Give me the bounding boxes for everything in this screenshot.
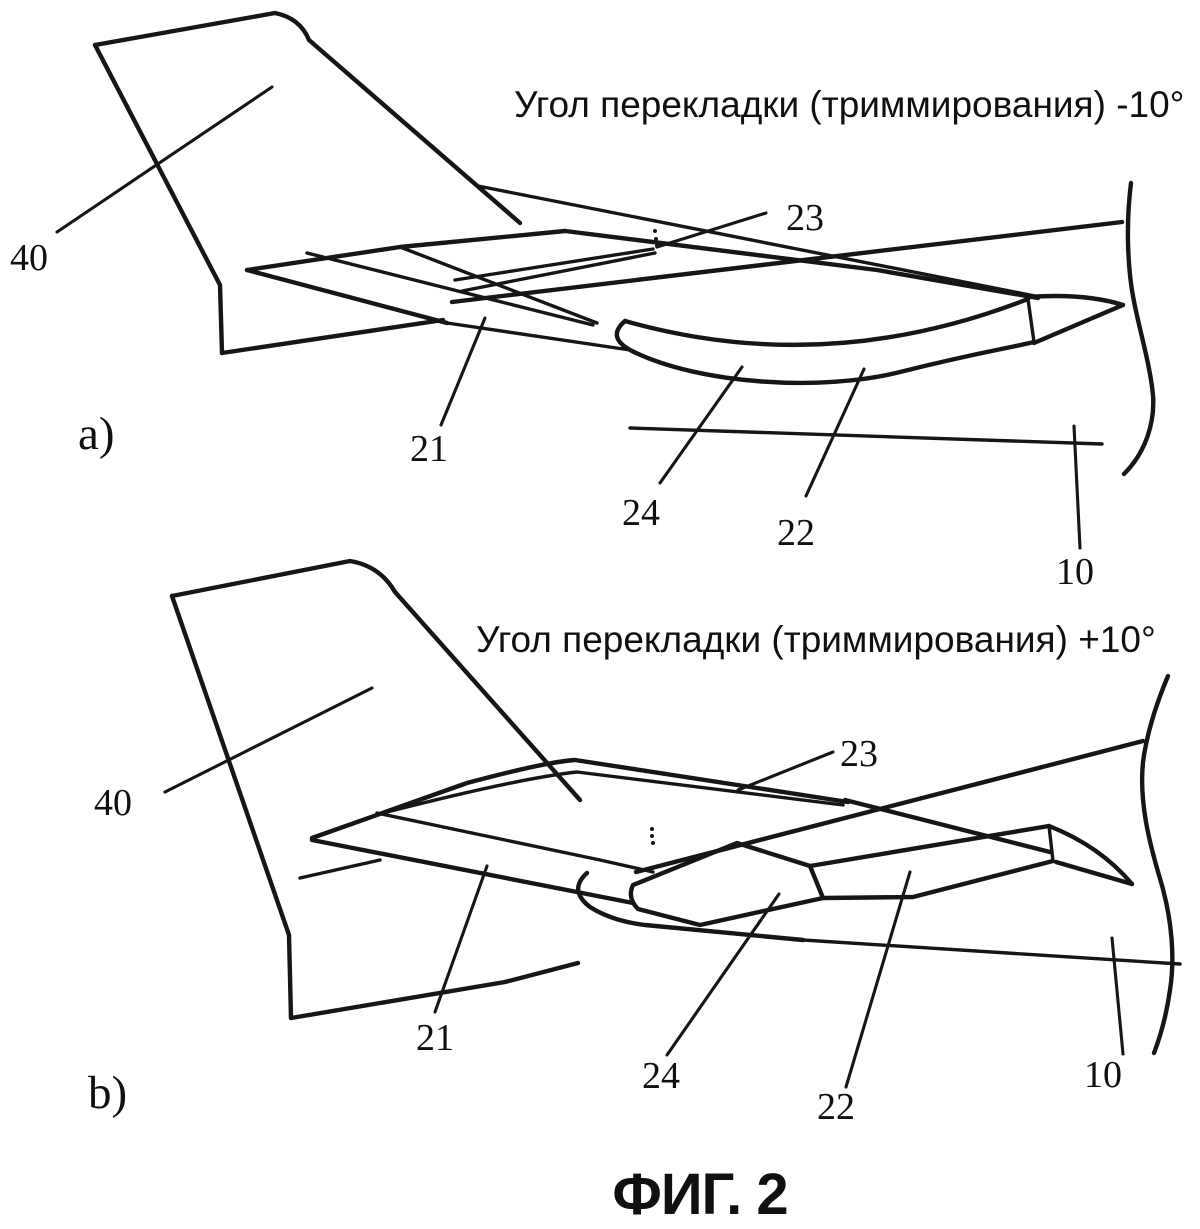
fin-root-b	[288, 960, 581, 1021]
fin-leading-edge-a	[92, 42, 225, 356]
fin-outline-b	[169, 558, 583, 803]
callout-22-b: 22	[817, 1086, 855, 1128]
elevator-panel-bottom-b	[820, 858, 1056, 901]
stabilizer-parallel-edge-b	[381, 770, 845, 815]
fin-outline-a	[92, 10, 523, 226]
fin-leading-edge-b	[169, 593, 294, 1021]
leader-23-b	[736, 750, 835, 792]
leader-21-a	[439, 316, 487, 427]
leader-21-b	[433, 864, 489, 1014]
stabilizer-lower-edge-b	[309, 837, 636, 906]
hinge-dash-a-3	[655, 244, 659, 248]
tip-fairing-top-b	[1046, 823, 1135, 887]
elevator-top-edge-a	[622, 296, 1031, 348]
tip-fairing-top-a	[1025, 293, 1126, 308]
panel-b-marker: b)	[88, 1067, 127, 1119]
leader-22-a	[804, 367, 866, 498]
fuselage-lower-line-a	[628, 426, 1104, 446]
fin-root-a	[219, 317, 446, 356]
callout-24-a: 24	[622, 492, 660, 534]
leading-edge-line-a	[449, 219, 1125, 305]
leader-10-b	[1110, 936, 1125, 1056]
top-surface-edge-a	[476, 184, 1037, 298]
leader-40-a	[55, 85, 274, 234]
leader-23-a	[655, 211, 768, 249]
elevator-left-curl-a	[614, 318, 637, 355]
hinge-dash-a-2	[654, 237, 658, 241]
stabilizer-strip-line-b	[375, 811, 655, 874]
hinge-dash-b-2	[650, 834, 654, 838]
callout-10-a: 10	[1056, 551, 1094, 593]
stabilizer-upper-edge-b	[309, 757, 851, 841]
hinge-line-b	[842, 797, 1053, 855]
panel-a-title: Угол перекладки (триммирования) -10°	[514, 84, 1184, 125]
rear-spar-stub-b	[298, 858, 382, 880]
elevator-divider-bar-b	[1047, 824, 1055, 863]
callout-40-b: 40	[94, 782, 132, 824]
elevator-lobe-b	[628, 840, 826, 928]
elevator-panel-top-b	[807, 823, 1052, 869]
hinge-dash-b-3	[651, 841, 655, 845]
fuselage-contour-b	[1139, 673, 1175, 1056]
leader-24-b	[665, 892, 781, 1057]
fuselage-contour-a	[1121, 180, 1156, 477]
callout-10-b: 10	[1084, 1054, 1122, 1096]
leader-22-b	[844, 870, 912, 1089]
tip-fairing-bottom-a	[1031, 302, 1126, 346]
callout-23-a: 23	[786, 197, 824, 239]
horn-strip-1-a	[453, 247, 655, 282]
callout-21-b: 21	[416, 1017, 454, 1059]
stabilizer-root-link-a	[445, 321, 632, 352]
callout-24-b: 24	[642, 1055, 680, 1097]
stabilizer-lower-edge-a	[244, 267, 450, 326]
panel-a-marker: a)	[78, 408, 115, 460]
panel-b-drawing	[163, 558, 1182, 1089]
leader-40-b	[163, 686, 374, 794]
elevator-outer-arc-b	[576, 870, 806, 943]
leader-24-a	[658, 365, 744, 485]
tip-fairing-bottom-b	[1053, 859, 1135, 887]
stabilizer-strip-line-1-a	[305, 251, 595, 327]
elevator-bottom-edge-a	[631, 339, 1037, 386]
callout-23-b: 23	[840, 733, 878, 775]
panel-a-drawing	[55, 10, 1156, 550]
callout-22-a: 22	[777, 512, 815, 554]
fuselage-lower-line-b	[801, 938, 1182, 966]
panel-b-title: Угол перекладки (триммирования) +10°	[476, 619, 1156, 660]
hinge-dash-a-1	[653, 229, 657, 233]
hinge-dash-b-1	[650, 827, 654, 831]
elevator-divider-bar-a	[1026, 297, 1036, 344]
callout-40-a: 40	[10, 237, 48, 279]
horn-strip-2-a	[460, 251, 657, 293]
leader-10-a	[1072, 424, 1082, 550]
figure-caption: ФИГ. 2	[612, 1162, 787, 1227]
callout-21-a: 21	[410, 428, 448, 470]
